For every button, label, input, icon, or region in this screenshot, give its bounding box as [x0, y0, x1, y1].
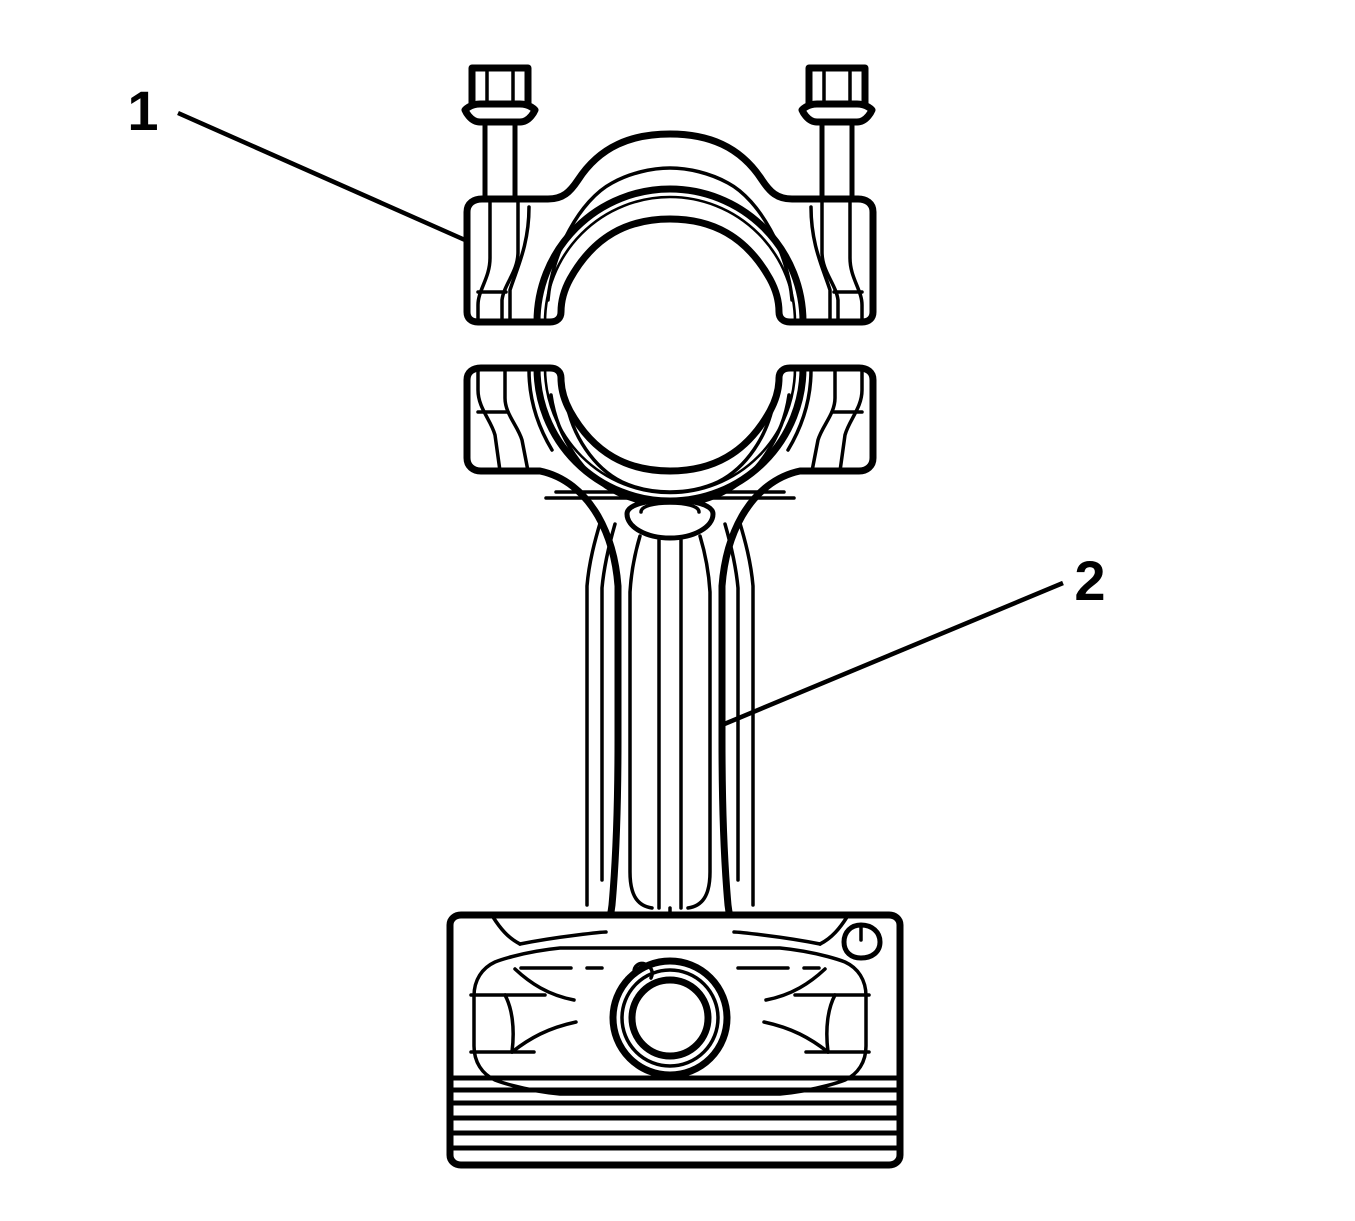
rod-right-flange-detail: [786, 366, 864, 473]
bolt-right-flange: [798, 100, 876, 126]
rod-left-detail-line-2: [503, 366, 530, 473]
rod-rib-right-outer: [737, 518, 755, 907]
piston-ring-lands: [449, 1075, 901, 1151]
rod-left-flange-detail: [476, 366, 554, 473]
callout-1[interactable]: 1: [127, 79, 466, 243]
rod-shank-ribs-right: [686, 518, 755, 910]
cap-bolt-right[interactable]: [798, 64, 876, 208]
rod-right-detail-line-4: [786, 368, 813, 452]
piston-skirt-left-curve-1: [513, 967, 576, 1002]
piston-pin-bore-outer: [609, 957, 731, 1079]
piston-skirt-right-curve-2: [762, 1020, 830, 1054]
cap-right-flange-detail: [809, 197, 864, 324]
piston-skirt-right-detail: [762, 967, 871, 1054]
connecting-rod-bearing-cap[interactable]: [461, 64, 877, 326]
piston-skirt-right-curve-3: [825, 993, 837, 1054]
piston-skirt-left-detail: [469, 967, 578, 1054]
cap-arch-inner-contour: [546, 166, 794, 302]
cap-bolt-left[interactable]: [461, 64, 539, 208]
bolt-left-flange: [461, 100, 539, 126]
piston-circlip-tab-edge: [625, 968, 642, 980]
cap-left-flange-detail: [476, 197, 531, 324]
callout-1-number: 1: [127, 79, 158, 142]
rod-outline: [463, 364, 877, 944]
callout-1-leader-line: [177, 110, 466, 243]
cap-left-detail-line-4: [508, 205, 531, 324]
piston[interactable]: [446, 911, 904, 1169]
piston-pin-bore-inner: [628, 976, 712, 1060]
cap-right-detail-line-1: [848, 197, 864, 324]
cap-right-detail-line-4: [809, 205, 832, 324]
piston-body-outline: [446, 911, 904, 1169]
cap-bore-half: [533, 185, 807, 326]
rod-rib-right-inner: [686, 534, 712, 910]
rod-center-boss: [624, 497, 716, 541]
callout-2-number: 2: [1074, 549, 1105, 612]
piston-crown-left-chamfer: [491, 915, 522, 946]
rod-rib-right-mid: [723, 522, 740, 882]
piston-skirt-left-curve-3: [503, 993, 515, 1054]
connecting-rod[interactable]: [463, 364, 877, 944]
rod-left-detail-line-4: [527, 368, 554, 452]
rod-shank-ribs-left: [585, 518, 654, 910]
rod-web-contour-inner: [564, 398, 776, 494]
piston-skirt-left-curve-2: [510, 1020, 578, 1054]
cap-left-detail-line-2: [500, 197, 520, 324]
rod-rib-left-inner: [628, 534, 654, 910]
piston-crown-right-chamfer: [818, 915, 849, 946]
cap-bore-inner-edge: [543, 195, 797, 324]
callout-2-leader-line: [721, 580, 1064, 728]
rod-center-boss-highlight: [639, 501, 701, 514]
piston-pin-bore-mid: [620, 968, 720, 1068]
piston-skirt-right-curve-1: [764, 967, 827, 1002]
piston-crown-right-top-edge: [732, 930, 822, 946]
cap-left-detail-line-1: [476, 197, 492, 324]
piston-crown-left-top-edge: [518, 930, 608, 946]
cap-body-outline: [463, 130, 877, 326]
piston-valve-relief-notch: [841, 922, 883, 961]
piston-circlip-tab: [632, 961, 654, 980]
rod-rib-left-mid: [600, 522, 617, 882]
rod-rib-left-outer: [585, 518, 603, 907]
rod-right-detail-line-2: [810, 366, 837, 473]
cap-right-detail-line-2: [820, 197, 840, 324]
callout-2[interactable]: 2: [721, 549, 1106, 728]
